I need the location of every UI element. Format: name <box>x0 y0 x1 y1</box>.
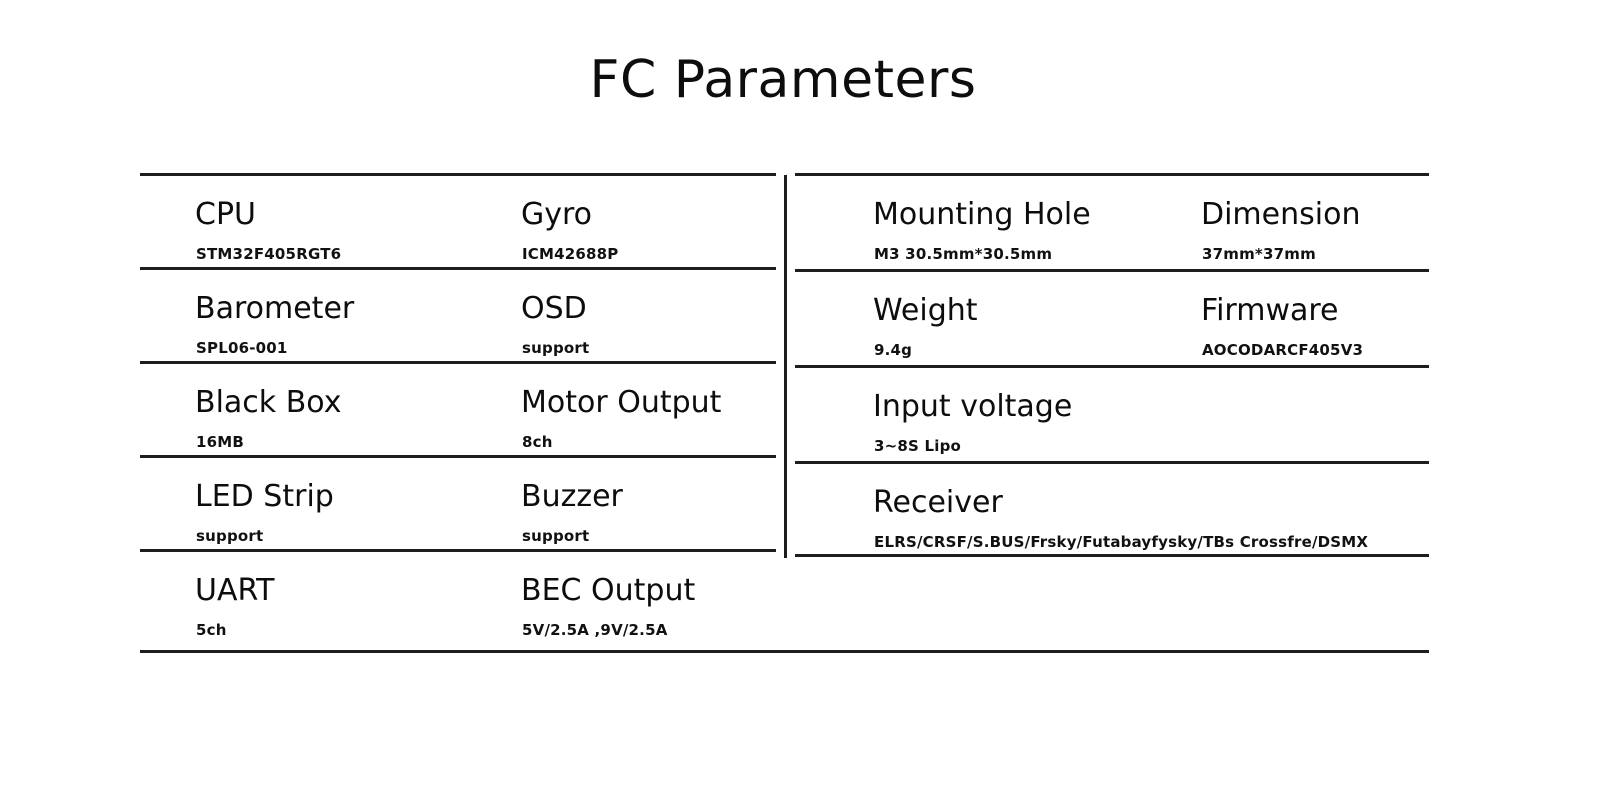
spec-label: Buzzer <box>521 479 623 514</box>
spec-value: 8ch <box>522 433 553 451</box>
table-row: LED Strip support Buzzer support <box>140 455 776 549</box>
spec-value: 37mm*37mm <box>1202 245 1316 263</box>
spec-label: Black Box <box>195 385 342 420</box>
table-row: Black Box 16MB Motor Output 8ch <box>140 361 776 455</box>
spec-value: 16MB <box>196 433 245 451</box>
table-row: Input voltage 3~8S Lipo <box>795 365 1429 461</box>
spec-value: support <box>196 527 264 545</box>
spec-label: Receiver <box>873 485 1003 520</box>
spec-table-left: CPU STM32F405RGT6 Gyro ICM42688P Baromet… <box>140 173 776 643</box>
page-title: FC Parameters <box>589 50 977 110</box>
spec-value: 5V/2.5A ,9V/2.5A <box>522 621 668 639</box>
spec-value: support <box>522 339 590 357</box>
spec-label: Weight <box>873 293 978 328</box>
spec-label: OSD <box>521 291 587 326</box>
spec-label: Input voltage <box>873 389 1073 424</box>
spec-value: M3 30.5mm*30.5mm <box>874 245 1053 263</box>
spec-label: Dimension <box>1201 197 1361 232</box>
spec-value: AOCODARCF405V3 <box>1202 341 1364 359</box>
table-row: CPU STM32F405RGT6 Gyro ICM42688P <box>140 173 776 267</box>
spec-value: 3~8S Lipo <box>874 437 962 455</box>
spec-value: STM32F405RGT6 <box>196 245 342 263</box>
spec-value: ICM42688P <box>522 245 619 263</box>
table-row: UART 5ch BEC Output 5V/2.5A ,9V/2.5A <box>140 549 776 643</box>
spec-value: 5ch <box>196 621 227 639</box>
spec-label: Firmware <box>1201 293 1339 328</box>
spec-label: LED Strip <box>195 479 334 514</box>
specifications-area: CPU STM32F405RGT6 Gyro ICM42688P Baromet… <box>140 173 1429 653</box>
spec-table-right: Mounting Hole M3 30.5mm*30.5mm Dimension… <box>795 173 1429 557</box>
table-row: Receiver ELRS/CRSF/S.BUS/Frsky/Futabayfy… <box>795 461 1429 557</box>
spec-label: Gyro <box>521 197 593 232</box>
spec-label: BEC Output <box>521 573 696 608</box>
table-row: Weight 9.4g Firmware AOCODARCF405V3 <box>795 269 1429 365</box>
spec-value: ELRS/CRSF/S.BUS/Frsky/Futabayfysky/TBs C… <box>874 533 1369 551</box>
spec-label: UART <box>195 573 275 608</box>
table-vertical-divider <box>784 175 787 558</box>
spec-label: Barometer <box>195 291 355 326</box>
spec-value: 9.4g <box>874 341 913 359</box>
spec-value: support <box>522 527 590 545</box>
table-row: Mounting Hole M3 30.5mm*30.5mm Dimension… <box>795 173 1429 269</box>
table-row: Barometer SPL06-001 OSD support <box>140 267 776 361</box>
spec-label: Mounting Hole <box>873 197 1091 232</box>
spec-label: Motor Output <box>521 385 722 420</box>
spec-value: SPL06-001 <box>196 339 288 357</box>
spec-label: CPU <box>195 197 256 232</box>
table-bottom-rule <box>140 650 1429 653</box>
